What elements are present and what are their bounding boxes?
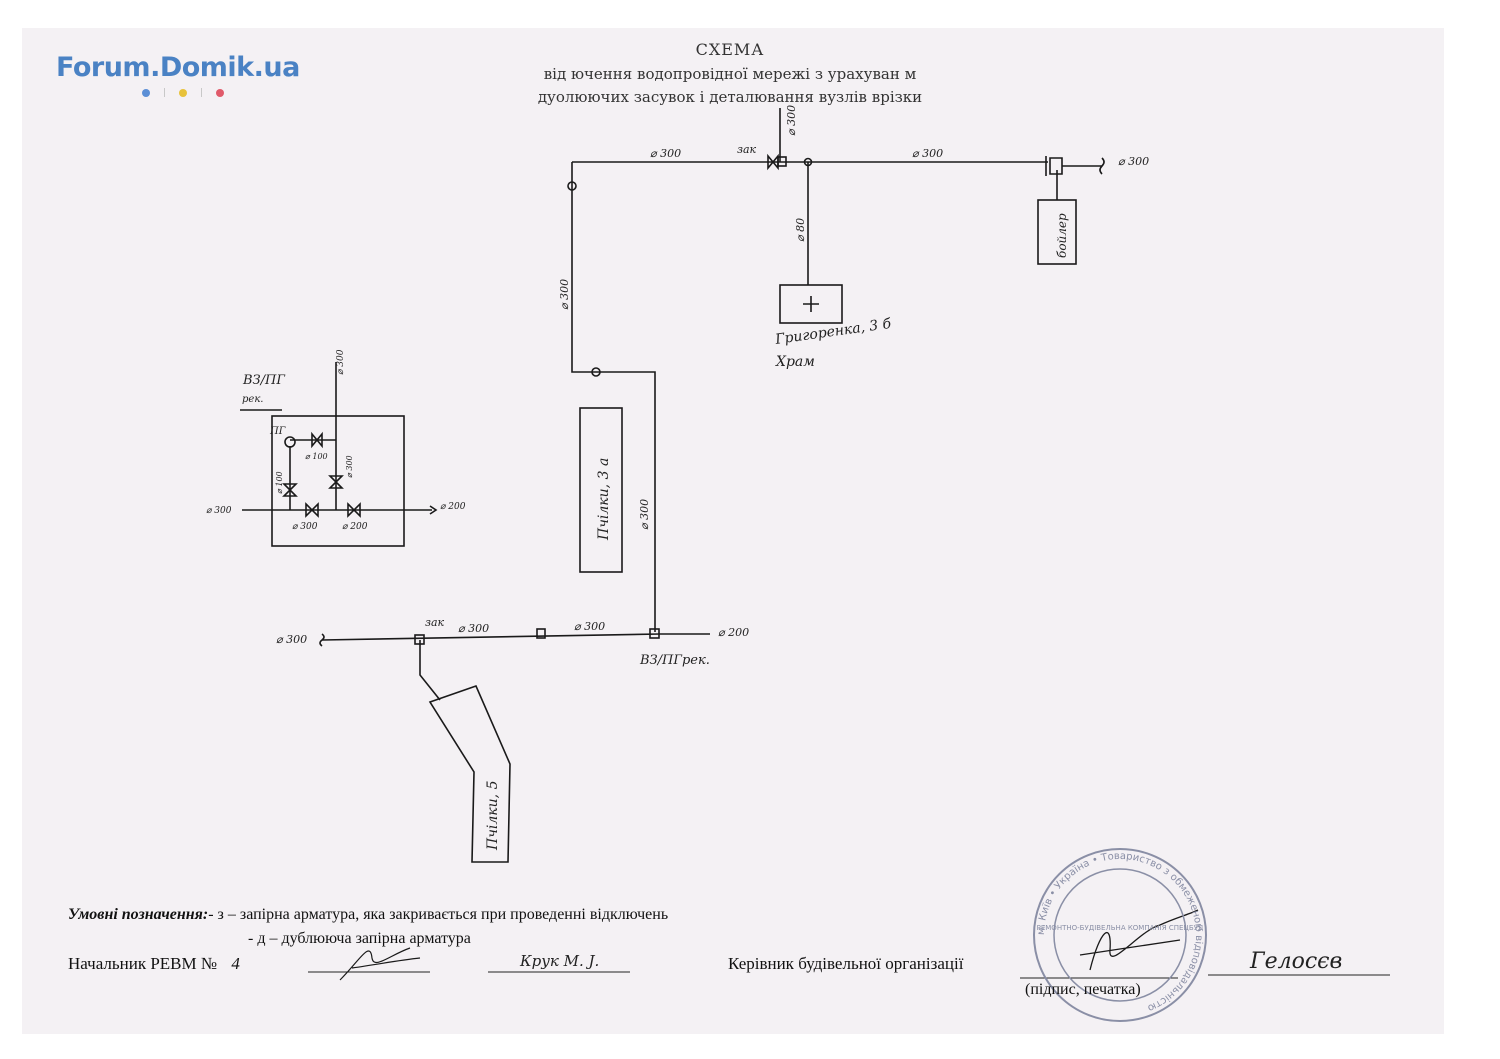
stamp-center-text: РЕМОНТНО-БУДІВЕЛЬНА КОМПАНІЯ СПЕЦБУД — [1037, 924, 1204, 932]
watermark-dot-red — [216, 88, 224, 97]
stamp-inner-ring — [1053, 868, 1187, 1002]
detail-title: ВЗ/ПГ — [242, 373, 285, 388]
pipe-cap-icon — [1099, 157, 1105, 175]
valve-square — [777, 156, 787, 167]
stamp-outer-ring — [1033, 848, 1207, 1022]
watermark-dot-blue — [142, 88, 150, 97]
hydrant-circle-icon — [284, 436, 296, 448]
node-circle — [567, 181, 577, 191]
signature-left-label: Начальник РЕВМ № — [68, 954, 218, 973]
pipe-cap-icon — [319, 633, 325, 647]
label-top-branch: ⌀ 300 — [785, 105, 798, 136]
watermark-logo: Forum.Domik.ua — [56, 52, 300, 83]
watermark-dot-yellow — [179, 88, 187, 97]
label-left-vertical: ⌀ 300 — [558, 279, 571, 310]
node-circle — [591, 367, 601, 377]
detail-label-left-end: ⌀ 300 — [206, 506, 232, 516]
label-bottom-mid-2: ⌀ 300 — [574, 620, 605, 633]
detail-box — [271, 415, 405, 547]
signature-scribble-right — [1079, 909, 1199, 971]
watermark-divider — [164, 88, 165, 97]
detail-label-right-end: ⌀ 200 — [440, 502, 466, 512]
signature-left-number: 4 — [231, 954, 240, 973]
label-top-right-run: ⌀ 300 — [912, 147, 943, 160]
legend-line-1: Умовні позначення:- з – запірна арматура… — [68, 906, 668, 924]
label-right-end: ⌀ 300 — [1118, 155, 1149, 168]
label-right-vertical: ⌀ 300 — [638, 499, 651, 530]
document-subtitle-line1: від ючення водопровідної мережі з урахув… — [543, 65, 917, 83]
document-subtitle-line2: дуолюючих засувок і деталювання вузлів в… — [537, 88, 923, 106]
node-circle — [803, 157, 813, 167]
valve-closed-icon — [767, 153, 779, 171]
legend-label: Умовні позначення: — [68, 906, 209, 923]
detail-label-bottom-1: ⌀ 300 — [292, 522, 318, 532]
label-bottom-mid-1: ⌀ 300 — [458, 622, 489, 635]
signature-name-right: Гелосєв — [1249, 949, 1342, 974]
signature-name-left: Крук М. Ј. — [519, 952, 599, 970]
valve-icon — [328, 475, 344, 489]
detail-subtitle: рек. — [242, 394, 263, 405]
pipe-vertical-loop — [571, 162, 656, 632]
document-title: СХЕМА — [695, 40, 765, 59]
label-house-branch: ⌀ 80 — [794, 218, 807, 242]
legend-item-shutoff: - з – запірна арматура, яка закривається… — [208, 906, 669, 923]
pipe-bottom-main — [321, 633, 710, 641]
detail-label-bottom-2: ⌀ 200 — [342, 522, 368, 532]
detail-label-d100-v: ⌀ 100 — [275, 471, 284, 494]
pipe-pchilky5-branch — [419, 640, 441, 701]
boiler-building — [1037, 199, 1077, 265]
signature-scribble-left — [339, 947, 421, 981]
detail-label-d100: ⌀ 100 — [305, 452, 328, 461]
signature-block-left: Начальник РЕВМ № 4 — [68, 954, 240, 974]
signature-right-label: Керівник будівельної організації — [728, 954, 964, 973]
label-bottom-left-end: ⌀ 300 — [276, 633, 307, 646]
label-bottom-valve: зак — [425, 616, 445, 629]
signature-note: (підпис, печатка) — [1025, 981, 1141, 998]
scanned-paper — [22, 28, 1444, 1034]
house-building — [779, 284, 843, 324]
watermark-dots — [142, 88, 224, 97]
node-square — [536, 628, 546, 639]
label-hydrant: ВЗ/ПГрек. — [639, 653, 710, 668]
hydrant-node — [649, 628, 660, 639]
valve-boiler-icon — [1045, 156, 1063, 176]
label-house: Григоренка, 3 б — [773, 316, 892, 348]
label-top-valve: зак — [737, 143, 757, 156]
church-cross-icon — [803, 296, 819, 312]
pchilky-3a-building — [579, 407, 623, 573]
watermark-divider — [201, 88, 202, 97]
legend-item-backup: - д – дублююча запірна арматура — [248, 930, 471, 947]
valve-icon — [282, 483, 298, 497]
detail-label-top: ⌀ 300 — [336, 349, 346, 375]
arrow-icon — [429, 505, 438, 515]
detail-label-d300-v: ⌀ 300 — [345, 455, 354, 478]
label-church: Храм — [775, 354, 815, 370]
valve-icon — [347, 502, 361, 518]
label-bottom-right-end: ⌀ 200 — [718, 626, 749, 639]
valve-icon — [305, 502, 319, 518]
label-pchilky-5: Пчілки, 5 — [485, 780, 501, 851]
valve-icon — [311, 431, 323, 449]
label-boiler: бойлер — [1055, 213, 1069, 258]
detail-pg-label: ПГ — [269, 426, 286, 437]
valve-square — [414, 634, 425, 645]
label-pchilky-3a: Пчілки, 3 а — [596, 458, 612, 541]
label-top-left-run: ⌀ 300 — [650, 147, 681, 160]
pchilky-5-building — [428, 685, 511, 863]
